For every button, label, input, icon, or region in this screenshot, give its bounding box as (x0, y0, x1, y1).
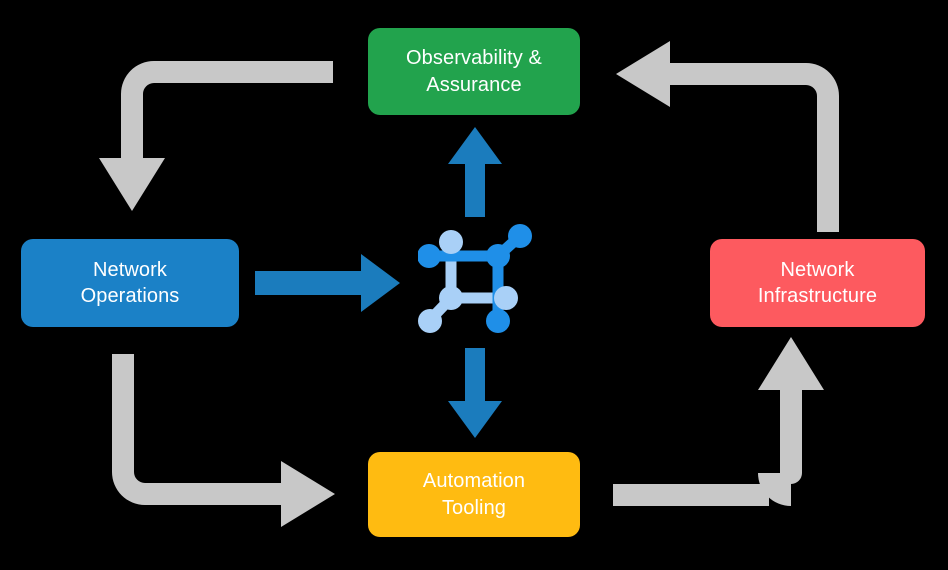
gray-arrow-observability-to-operations (99, 61, 333, 211)
node-observability-assurance[interactable]: Observability & Assurance (368, 28, 580, 115)
gray-arrow-automation-to-infrastructure-corner (758, 473, 791, 506)
blue-arrow-operations-to-center (255, 254, 400, 312)
node-automation-tooling[interactable]: Automation Tooling (368, 452, 580, 537)
network-icon-light-nodes (418, 230, 518, 333)
node-network-infrastructure[interactable]: Network Infrastructure (710, 239, 925, 327)
gray-arrow-operations-to-automation (112, 354, 335, 527)
gray-arrow-automation-to-infrastructure (613, 337, 824, 506)
gray-arrow-infrastructure-to-observability (616, 41, 839, 232)
gray-arrow-automation-to-infrastructure-tail (613, 484, 769, 506)
node-network-operations[interactable]: Network Operations (21, 239, 239, 327)
network-topology-icon (418, 224, 532, 333)
node-automation-label: Automation Tooling (422, 470, 526, 519)
blue-arrow-center-to-observability (448, 127, 502, 217)
node-operations-label: Network Operations (80, 258, 180, 307)
blue-arrow-center-to-automation (448, 348, 502, 438)
node-infrastructure-label: Network Infrastructure (757, 258, 878, 307)
network-icon-dark-nodes (418, 224, 532, 333)
node-observability-label: Observability & Assurance (406, 47, 542, 96)
